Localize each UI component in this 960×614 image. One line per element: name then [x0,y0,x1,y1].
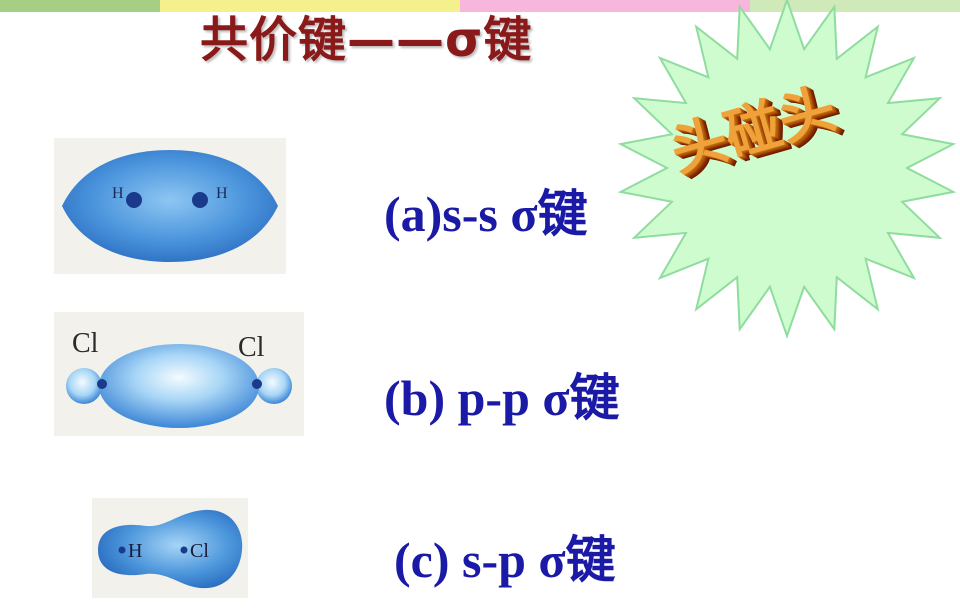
nucleus-left [97,379,107,389]
s-p-sigma-bond-label: (c) s-p σ键 [394,532,616,588]
s-s-sigma-bond-label: (a)s-s σ键 [384,186,588,242]
s-p-orbital-diagram: H Cl [98,509,243,589]
top-color-strip-pink [460,0,750,12]
p-p-orbital-figure: Cl Cl [54,312,304,436]
atom-left-symbol: H [128,540,142,562]
atom-left-symbol: H [112,185,124,202]
p-p-overlap-cloud [99,344,259,428]
nucleus-right [252,379,262,389]
atom-right-symbol: H [216,185,228,202]
p-p-sigma-bond-label: (b) p-p σ键 [384,370,620,426]
nucleus-right [180,546,188,554]
nucleus-left [118,546,126,554]
atom-right-symbol: Cl [238,332,265,363]
nucleus-right [192,192,208,208]
slide-title: 共价键——σ键 [200,12,533,68]
starburst-callout-shape [617,0,957,340]
s-s-orbital-figure: H H [54,138,286,274]
atom-right-symbol: Cl [190,540,209,562]
nucleus-left [126,192,142,208]
small-lobe-right [256,368,292,404]
top-color-strip-yellow [160,0,460,12]
top-color-strip-light-green [750,0,960,12]
top-color-strip-green [0,0,160,12]
s-s-orbital-diagram: H H [62,150,278,262]
starburst-polygon [617,0,957,340]
s-p-orbital-figure: H Cl [92,498,248,598]
p-p-orbital-diagram: Cl Cl [66,328,292,428]
s-s-overlap-cloud [62,150,278,262]
atom-left-symbol: Cl [72,328,99,359]
s-p-overlap-cloud [98,509,243,589]
small-lobe-left [66,368,102,404]
